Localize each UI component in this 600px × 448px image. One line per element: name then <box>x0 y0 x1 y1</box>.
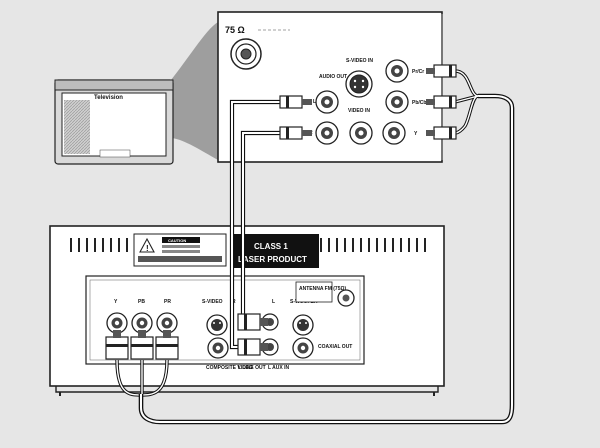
antenna-impedance-label: 75 Ω <box>225 25 245 35</box>
player-aux-in-label: L AUX IN <box>268 365 290 371</box>
tv-label: Television <box>94 95 123 101</box>
tv-rear-panel: 75 Ω AUDIO OUT S-VIDEO IN VIDEO IN L <box>217 11 443 163</box>
audio-plug-player-l <box>237 338 268 356</box>
caution-label: CAUTION <box>168 238 186 243</box>
component-plug-tv-pb <box>426 95 457 109</box>
player-subwoofer-jack[interactable] <box>292 314 314 336</box>
component-plug-player-pr <box>155 330 179 360</box>
player-rear-unit: ! CAUTION CLASS 1 LASER PRODUCT Y PB PR <box>49 225 445 396</box>
player-coaxial-jack[interactable] <box>292 337 314 359</box>
tv-svideo-jack[interactable] <box>345 70 373 98</box>
svg-text:LASER PRODUCT: LASER PRODUCT <box>238 255 307 264</box>
svg-text:CLASS 1: CLASS 1 <box>254 242 288 251</box>
zoom-callout <box>163 22 218 160</box>
player-comp-y-jack[interactable] <box>106 312 128 334</box>
tv-port-l-label: L <box>313 99 316 105</box>
component-plug-player-y <box>105 330 129 360</box>
tv-fan-y <box>454 95 479 134</box>
vent-slots-right <box>320 238 426 252</box>
player-antenna-label: ANTENNA FM (75Ω) <box>299 286 346 292</box>
tv-audio-out-label: AUDIO OUT <box>319 74 347 80</box>
player-audio-l-label: L <box>272 299 275 305</box>
tv-audio-out-l-jack[interactable] <box>315 90 339 114</box>
vent-slots-left <box>70 238 128 252</box>
player-comp-pb-jack[interactable] <box>131 312 153 334</box>
component-plug-player-pb <box>130 330 154 360</box>
component-plug-tv-pr <box>426 64 457 78</box>
tv-component-pb-jack[interactable] <box>385 90 409 114</box>
player-composite-video-jack[interactable] <box>207 337 229 359</box>
player-coaxial-label: COAXIAL OUT <box>318 344 352 350</box>
tv-port-y-label: Y <box>414 131 418 137</box>
tv-fan-pr <box>454 70 479 97</box>
tv-fan-pb <box>454 95 479 103</box>
player-svideo-jack[interactable] <box>206 314 228 336</box>
tv-side-detail <box>64 100 90 154</box>
player-comp-y-label: Y <box>114 299 118 305</box>
tv-audio-out-r-jack[interactable] <box>315 121 339 145</box>
caution-sticker: ! CAUTION <box>133 233 227 267</box>
tv-video-in-label: VIDEO IN <box>348 108 370 114</box>
audio-plug-tv-r <box>279 126 312 140</box>
tv-svideo-label: S-VIDEO IN <box>346 58 373 64</box>
tv-thumbnail: Television <box>54 79 174 165</box>
component-trunk-cable <box>140 95 513 423</box>
player-antenna-jack[interactable] <box>337 289 355 307</box>
audio-plug-player-r <box>237 313 268 331</box>
tv-video-in-jack-2[interactable] <box>382 121 406 145</box>
audio-plug-tv-l <box>279 95 312 109</box>
tv-port-pr-label: Pr/Cr <box>412 69 424 75</box>
tv-port-pb-label: Pb/Cb <box>412 100 426 106</box>
class-1-laser-label: CLASS 1 LASER PRODUCT <box>231 234 319 268</box>
tv-antenna-jack[interactable] <box>230 38 262 70</box>
tv-component-pr-jack[interactable] <box>385 59 409 83</box>
player-line-out-label: L LINE OUT <box>238 365 266 371</box>
player-svideo-label: S-VIDEO <box>202 299 223 305</box>
player-composite-video-label: COMPOSITE VIDEO <box>206 365 253 371</box>
component-plug-tv-y <box>426 126 457 140</box>
player-comp-pr-label: PR <box>164 299 171 305</box>
player-comp-pb-label: PB <box>138 299 145 305</box>
svg-text:!: ! <box>146 244 149 253</box>
tv-video-in-jack-1[interactable] <box>349 121 373 145</box>
